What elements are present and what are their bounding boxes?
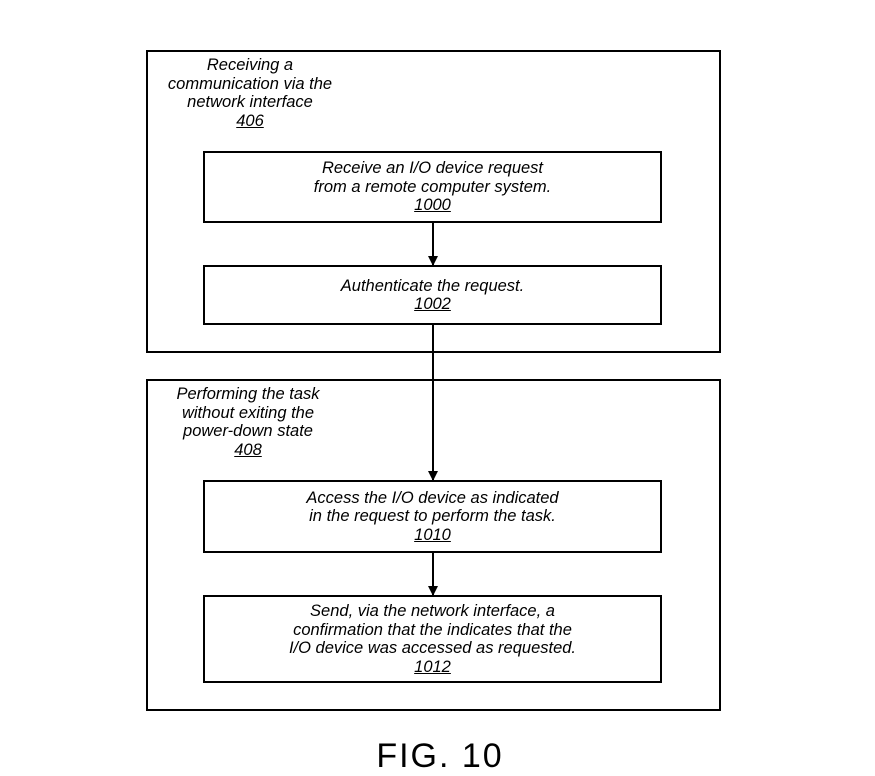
step-text-line: from a remote computer system. — [313, 177, 552, 196]
step-text-line: I/O device was accessed as requested. — [288, 639, 577, 657]
step-box-1010: Access the I/O device as indicated in th… — [203, 480, 662, 553]
step-text-line: confirmation that the indicates that the — [293, 620, 572, 639]
flow-connectors — [428, 222, 438, 596]
step-ref-number: 1002 — [414, 295, 451, 313]
step-ref-number: 1010 — [414, 525, 451, 544]
step-text-line: Send, via the network interface, a — [310, 602, 555, 620]
step-text-line: Receive an I/O device request — [321, 159, 544, 178]
step-text-line: Authenticate the request. — [340, 276, 525, 295]
step-text-line: Access the I/O device as indicated — [306, 488, 559, 507]
group-ref-number: 408 — [234, 440, 262, 459]
step-ref-number: 1000 — [414, 196, 451, 215]
step-text-line: in the request to perform the task. — [309, 507, 556, 526]
step-ref-number: 1012 — [414, 657, 451, 676]
group-label-line: Performing the task — [176, 385, 320, 403]
step-box-1000: Receive an I/O device request from a rem… — [203, 151, 662, 223]
group-label-line: without exiting the — [181, 403, 315, 422]
step-box-1012: Send, via the network interface, a confi… — [203, 595, 662, 683]
group-label-line: network interface — [187, 93, 313, 111]
group-label-line: communication via the — [167, 74, 333, 93]
group-label-408: Performing the task without exiting the … — [148, 385, 348, 459]
group-label-line: power-down state — [183, 422, 313, 440]
step-box-1002: Authenticate the request. 1002 — [203, 265, 662, 325]
group-label-406: Receiving a communication via the networ… — [150, 56, 350, 130]
group-label-line: Receiving a — [206, 56, 294, 74]
group-ref-number: 406 — [236, 111, 264, 130]
figure-label: FIG. 10 — [376, 737, 504, 775]
